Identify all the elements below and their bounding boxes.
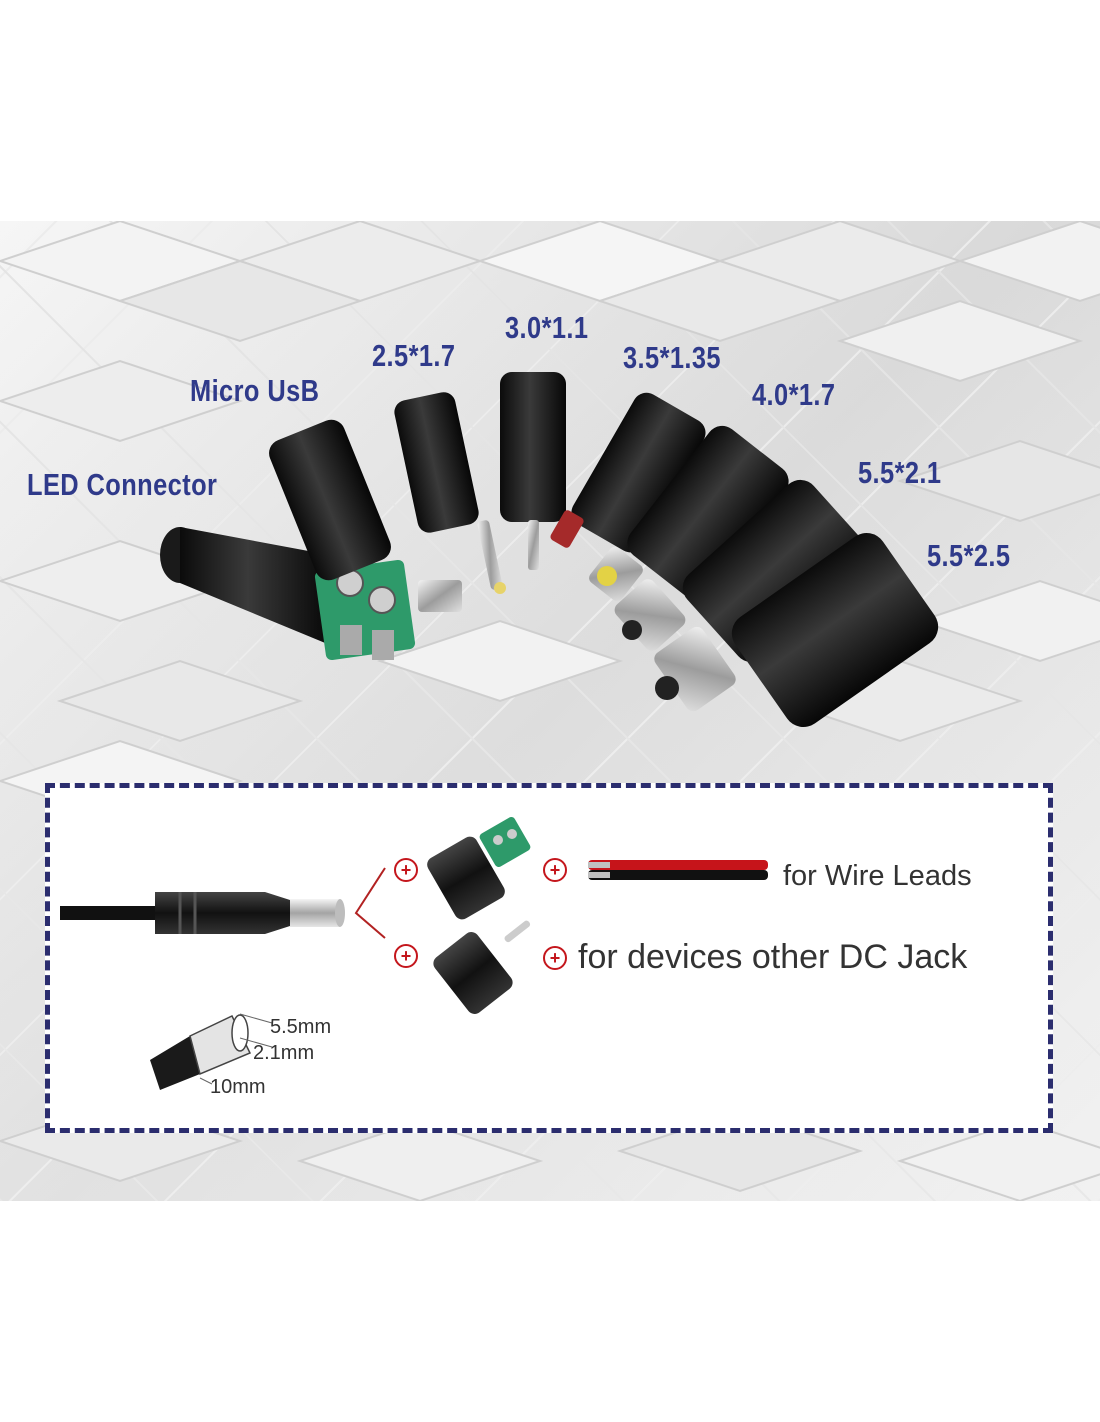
label-5-5-2-1: 5.5*2.1: [858, 455, 942, 490]
label-micro-usb: Micro UsB: [190, 373, 320, 408]
svg-text:+: +: [550, 860, 561, 880]
dimension-inner: 2.1mm: [253, 1042, 315, 1064]
adapter-3-0-graphic: [500, 372, 566, 570]
label-3-5: 3.5*1.35: [623, 340, 721, 375]
adapter-2-5-graphic: [394, 392, 506, 594]
dimension-outer: 5.5mm: [270, 1016, 332, 1038]
dc-male-plug-graphic: [60, 892, 345, 934]
dc-jack-label: for devices other DC Jack: [578, 938, 968, 976]
wire-leads-graphic: [588, 860, 768, 880]
dimension-length: 10mm: [210, 1076, 266, 1098]
plug-dimension-diagram: [150, 1013, 273, 1090]
split-connector-lines: [354, 867, 386, 939]
plus-icon: +: [543, 858, 567, 882]
adapter-3-5-graphic: [550, 392, 706, 553]
micro-usb-graphic: [269, 419, 462, 612]
svg-text:+: +: [401, 946, 412, 966]
svg-text:+: +: [401, 860, 412, 880]
label-2-5: 2.5*1.7: [372, 338, 456, 373]
adapter-5-5-2-5-graphic: [654, 532, 939, 728]
adapter-4-0-graphic: [589, 425, 789, 602]
svg-text:+: +: [550, 948, 561, 968]
label-4-0: 4.0*1.7: [752, 377, 836, 412]
adapter-5-5-2-1-graphic: [614, 479, 870, 663]
plus-icon: +: [394, 858, 418, 882]
plus-icon: +: [394, 944, 418, 968]
small-dc-adapter-graphic: [433, 920, 531, 1014]
label-led-connector: LED Connector: [27, 467, 218, 502]
label-5-5-2-5: 5.5*2.5: [927, 538, 1011, 573]
label-3-0: 3.0*1.1: [505, 310, 589, 345]
usage-diagram-box: + + + +: [45, 783, 1053, 1133]
adapter-set-illustration: [160, 372, 939, 728]
usage-diagram-graphics: + + + +: [60, 817, 768, 1090]
wire-leads-label: for Wire Leads: [783, 860, 972, 892]
led-connector-graphic: [160, 527, 416, 661]
plus-icon: +: [543, 946, 567, 970]
small-led-connector-graphic: [427, 817, 531, 920]
